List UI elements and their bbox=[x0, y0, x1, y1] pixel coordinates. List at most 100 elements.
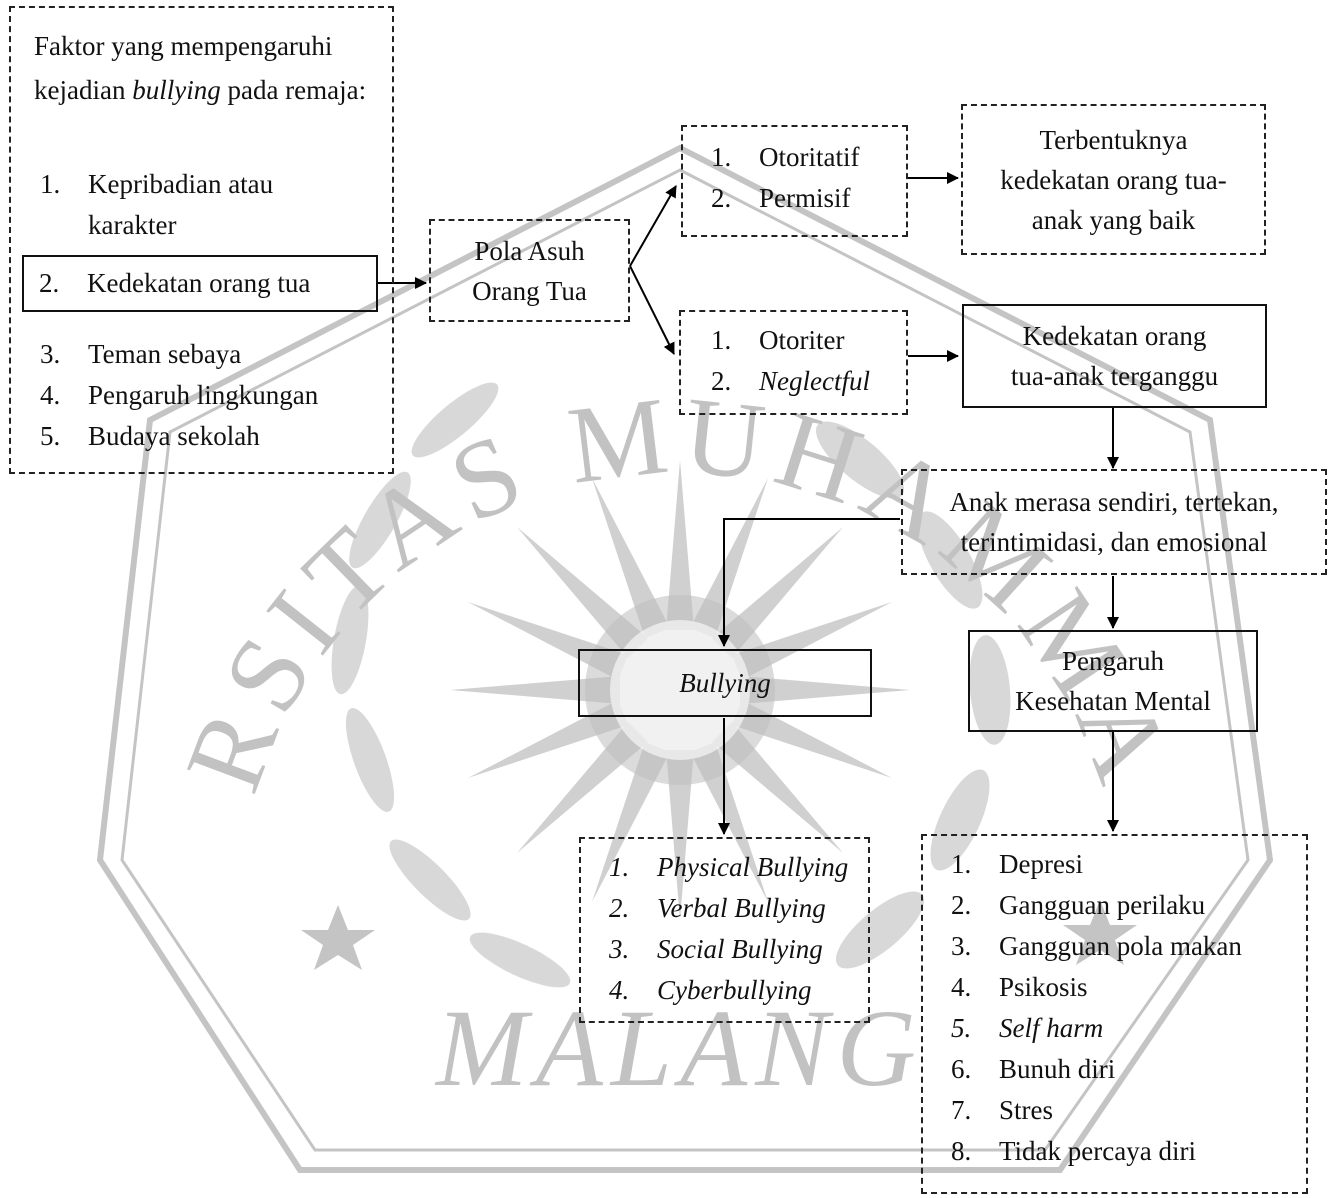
item-number: 5. bbox=[40, 421, 61, 451]
list-item: 1. Otoritatif bbox=[711, 137, 859, 178]
list-item: 4.Pengaruh lingkungan bbox=[40, 375, 318, 416]
positive-styles-list: 1. Otoritatif 2. Permisif bbox=[711, 137, 859, 219]
item-number: 5. bbox=[951, 1013, 972, 1043]
item-number: 2. bbox=[711, 183, 732, 213]
item-label: Social Bullying bbox=[657, 934, 823, 964]
bullying-types-box: 1. Physical Bullying 2. Verbal Bullying 3.… bbox=[579, 837, 870, 1023]
list-item: 3. Gangguan pola makan bbox=[951, 926, 1242, 967]
negative-result-line1: Kedekatan orang bbox=[1022, 321, 1207, 351]
mental-effects-list: 1. Depresi 2. Gangguan perilaku 3. Gangguan… bbox=[951, 844, 1242, 1172]
item-label: Tidak percaya diri bbox=[999, 1136, 1196, 1166]
item-label: Depresi bbox=[999, 849, 1083, 879]
edge-pola-to-negative bbox=[629, 265, 675, 355]
mental-effects-box: 1. Depresi 2. Gangguan perilaku 3. Gangguan… bbox=[921, 834, 1308, 1194]
factors-title: Faktor yang mempengaruhi kejadian bullyi… bbox=[34, 24, 389, 112]
factors-title-italic: bullying bbox=[132, 75, 221, 105]
positive-result-box: Terbentuknya kedekatan orang tua- anak y… bbox=[961, 104, 1266, 255]
pola-asuh-line1: Pola Asuh bbox=[474, 235, 585, 266]
item-number: 4. bbox=[609, 975, 630, 1005]
list-item: 2. Gangguan perilaku bbox=[951, 885, 1242, 926]
bullying-types-list: 1. Physical Bullying 2. Verbal Bullying 3.… bbox=[609, 847, 848, 1011]
item-label: Gangguan pola makan bbox=[999, 931, 1242, 961]
item-label: Neglectful bbox=[759, 366, 870, 396]
item-label: Budaya sekolah bbox=[88, 421, 260, 451]
mental-health-line1: Pengaruh bbox=[1062, 646, 1164, 676]
bullying-box: Bullying bbox=[578, 649, 872, 717]
negative-result-line2: tua-anak terganggu bbox=[1010, 361, 1219, 391]
watermark-bottom-text: MALANG bbox=[434, 987, 924, 1109]
item-number: 6. bbox=[951, 1054, 972, 1084]
list-item: 2. Kedekatan orang tua bbox=[39, 263, 310, 304]
item-number: 1. bbox=[711, 142, 732, 172]
item-number-spacer bbox=[40, 205, 88, 246]
item-label: Permisif bbox=[759, 183, 851, 213]
item-number: 1. bbox=[951, 849, 972, 879]
edge-pola-to-positive bbox=[629, 185, 677, 267]
positive-result-line3: anak yang baik bbox=[1031, 204, 1196, 235]
item-label: Kedekatan orang tua bbox=[87, 268, 311, 298]
factors-list-top: 1. Kepribadian atau karakter bbox=[40, 164, 273, 246]
item-label: Kepribadian atau bbox=[88, 169, 274, 199]
negative-result-box: Kedekatan orang tua-anak terganggu bbox=[962, 304, 1267, 408]
list-item: 5. Budaya sekolah bbox=[40, 416, 318, 457]
item-number: 2. bbox=[609, 893, 630, 923]
edge-feeling-to-bullying bbox=[718, 518, 900, 647]
list-item: 2. Neglectful bbox=[711, 361, 870, 402]
list-item: karakter bbox=[40, 205, 273, 246]
item-label: Bunuh diri bbox=[999, 1054, 1116, 1084]
item-number: 1. bbox=[711, 325, 732, 355]
item-label: Gangguan perilaku bbox=[999, 890, 1206, 920]
pola-asuh-line2: Orang Tua bbox=[472, 275, 587, 306]
item-label: Psikosis bbox=[999, 972, 1088, 1002]
item-number: 1. bbox=[40, 169, 61, 199]
item-label: Physical Bullying bbox=[657, 852, 849, 882]
negative-styles-box: 1.Otoriter 2. Neglectful bbox=[679, 310, 908, 415]
child-feeling-line1: Anak merasa sendiri, tertekan, bbox=[949, 487, 1279, 517]
item-number: 3. bbox=[40, 339, 61, 369]
list-item: 3. Social Bullying bbox=[609, 929, 848, 970]
item-number: 2. bbox=[711, 366, 732, 396]
bullying-label: Bullying bbox=[679, 668, 771, 698]
item-number: 8. bbox=[951, 1136, 972, 1166]
list-item: 5. Self harm bbox=[951, 1008, 1242, 1049]
negative-styles-list: 1.Otoriter 2. Neglectful bbox=[711, 320, 870, 402]
item-number: 2. bbox=[39, 268, 60, 298]
factors-box: Faktor yang mempengaruhi kejadian bullyi… bbox=[9, 6, 394, 474]
child-feeling-box: Anak merasa sendiri, tertekan, terintimi… bbox=[901, 469, 1327, 575]
list-item: 4. Psikosis bbox=[951, 967, 1242, 1008]
child-feeling-line2: terintimidasi, dan emosional bbox=[960, 527, 1268, 557]
positive-result-line1: Terbentuknya bbox=[1039, 124, 1188, 155]
item-number: 1. bbox=[609, 852, 630, 882]
factors-title-text-end: pada remaja: bbox=[220, 75, 367, 105]
factor-highlight-list: 2. Kedekatan orang tua bbox=[39, 263, 310, 304]
item-label-continued: karakter bbox=[88, 210, 177, 240]
list-item: 3. Teman sebaya bbox=[40, 334, 318, 375]
list-item: 7. Stres bbox=[951, 1090, 1242, 1131]
item-number: 3. bbox=[951, 931, 972, 961]
item-label: Verbal Bullying bbox=[657, 893, 826, 923]
item-label: Self harm bbox=[999, 1013, 1104, 1043]
item-label: Cyberbullying bbox=[657, 975, 812, 1005]
factors-title-text: Faktor yang mempengaruhi kejadian bbox=[34, 31, 333, 105]
list-item: 4. Cyberbullying bbox=[609, 970, 848, 1011]
item-number: 3. bbox=[609, 934, 630, 964]
list-item: 6. Bunuh diri bbox=[951, 1049, 1242, 1090]
item-number: 4. bbox=[40, 380, 61, 410]
item-label: Teman sebaya bbox=[88, 339, 242, 369]
list-item: 8. Tidak percaya diri bbox=[951, 1131, 1242, 1172]
positive-result-line2: kedekatan orang tua- bbox=[1000, 164, 1227, 195]
item-number: 2. bbox=[951, 890, 972, 920]
list-item: 1. Physical Bullying bbox=[609, 847, 848, 888]
mental-health-line2: Kesehatan Mental bbox=[1015, 686, 1211, 716]
pola-asuh-box: Pola Asuh Orang Tua bbox=[429, 219, 630, 322]
item-number: 7. bbox=[951, 1095, 972, 1125]
positive-styles-box: 1. Otoritatif 2. Permisif bbox=[681, 125, 908, 237]
factors-list-bottom: 3. Teman sebaya 4.Pengaruh lingkungan 5. B… bbox=[40, 334, 318, 457]
item-label: Stres bbox=[999, 1095, 1053, 1125]
list-item: 1. Depresi bbox=[951, 844, 1242, 885]
item-number: 4. bbox=[951, 972, 972, 1002]
item-label: Otoritatif bbox=[759, 142, 860, 172]
factor-highlight-box: 2. Kedekatan orang tua bbox=[22, 255, 378, 312]
list-item: 1.Otoriter bbox=[711, 320, 870, 361]
